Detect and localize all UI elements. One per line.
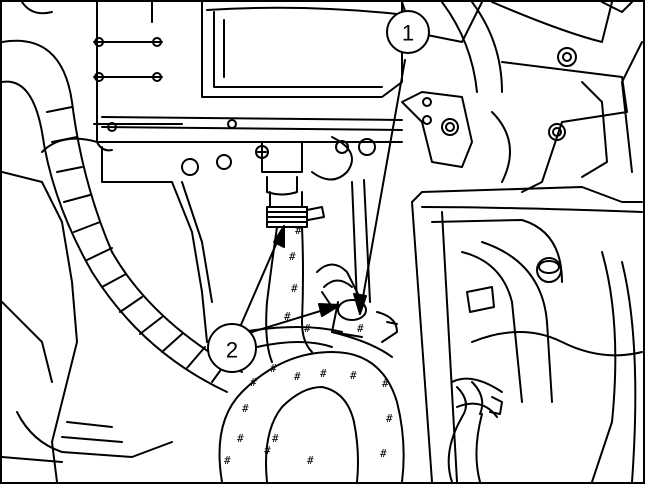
hose-fitting-with-clamp — [265, 176, 325, 363]
callout-2: 2 — [207, 225, 341, 373]
hose-texture-mark: # — [272, 432, 279, 445]
hose-texture-mark: # — [237, 432, 244, 445]
corrugated-conduit — [2, 2, 243, 393]
hose-texture-mark: # — [304, 322, 311, 335]
hose-texture-mark: # — [270, 362, 277, 375]
hose-texture-mark: # — [380, 447, 387, 460]
callout-2-label: 2 — [226, 338, 238, 363]
hose-texture-mark: # — [382, 377, 389, 390]
hose-texture-mark: # — [295, 224, 302, 237]
braided-hose-loop — [218, 326, 405, 482]
hose-texture-mark: # — [289, 250, 296, 263]
small-hose-clamp — [447, 377, 503, 482]
hose-texture-mark: # — [386, 412, 393, 425]
sensor-fitting — [316, 179, 398, 343]
left-frame — [2, 137, 232, 482]
hose-texture-mark: # — [357, 322, 364, 335]
hose-texture-mark: # — [224, 454, 231, 467]
callout-1-label: 1 — [402, 21, 414, 46]
upper-right-assembly — [401, 2, 643, 193]
hose-texture-mark: # — [250, 376, 257, 389]
hose-texture-mark: # — [294, 370, 301, 383]
hose-texture-mark: # — [291, 282, 298, 295]
hose-texture-mark: # — [242, 402, 249, 415]
hose-texture-mark: # — [264, 444, 271, 457]
hose-texture-mark: # — [350, 369, 357, 382]
air-duct-box — [411, 186, 643, 482]
hose-texture-mark: # — [320, 367, 327, 380]
control-module — [93, 2, 403, 181]
hose-texture-mark: # — [284, 310, 291, 323]
hose-texture-mark: # — [307, 454, 314, 467]
hose-texture-marks: #################### — [224, 224, 393, 467]
callout-1: 1 — [353, 10, 430, 315]
